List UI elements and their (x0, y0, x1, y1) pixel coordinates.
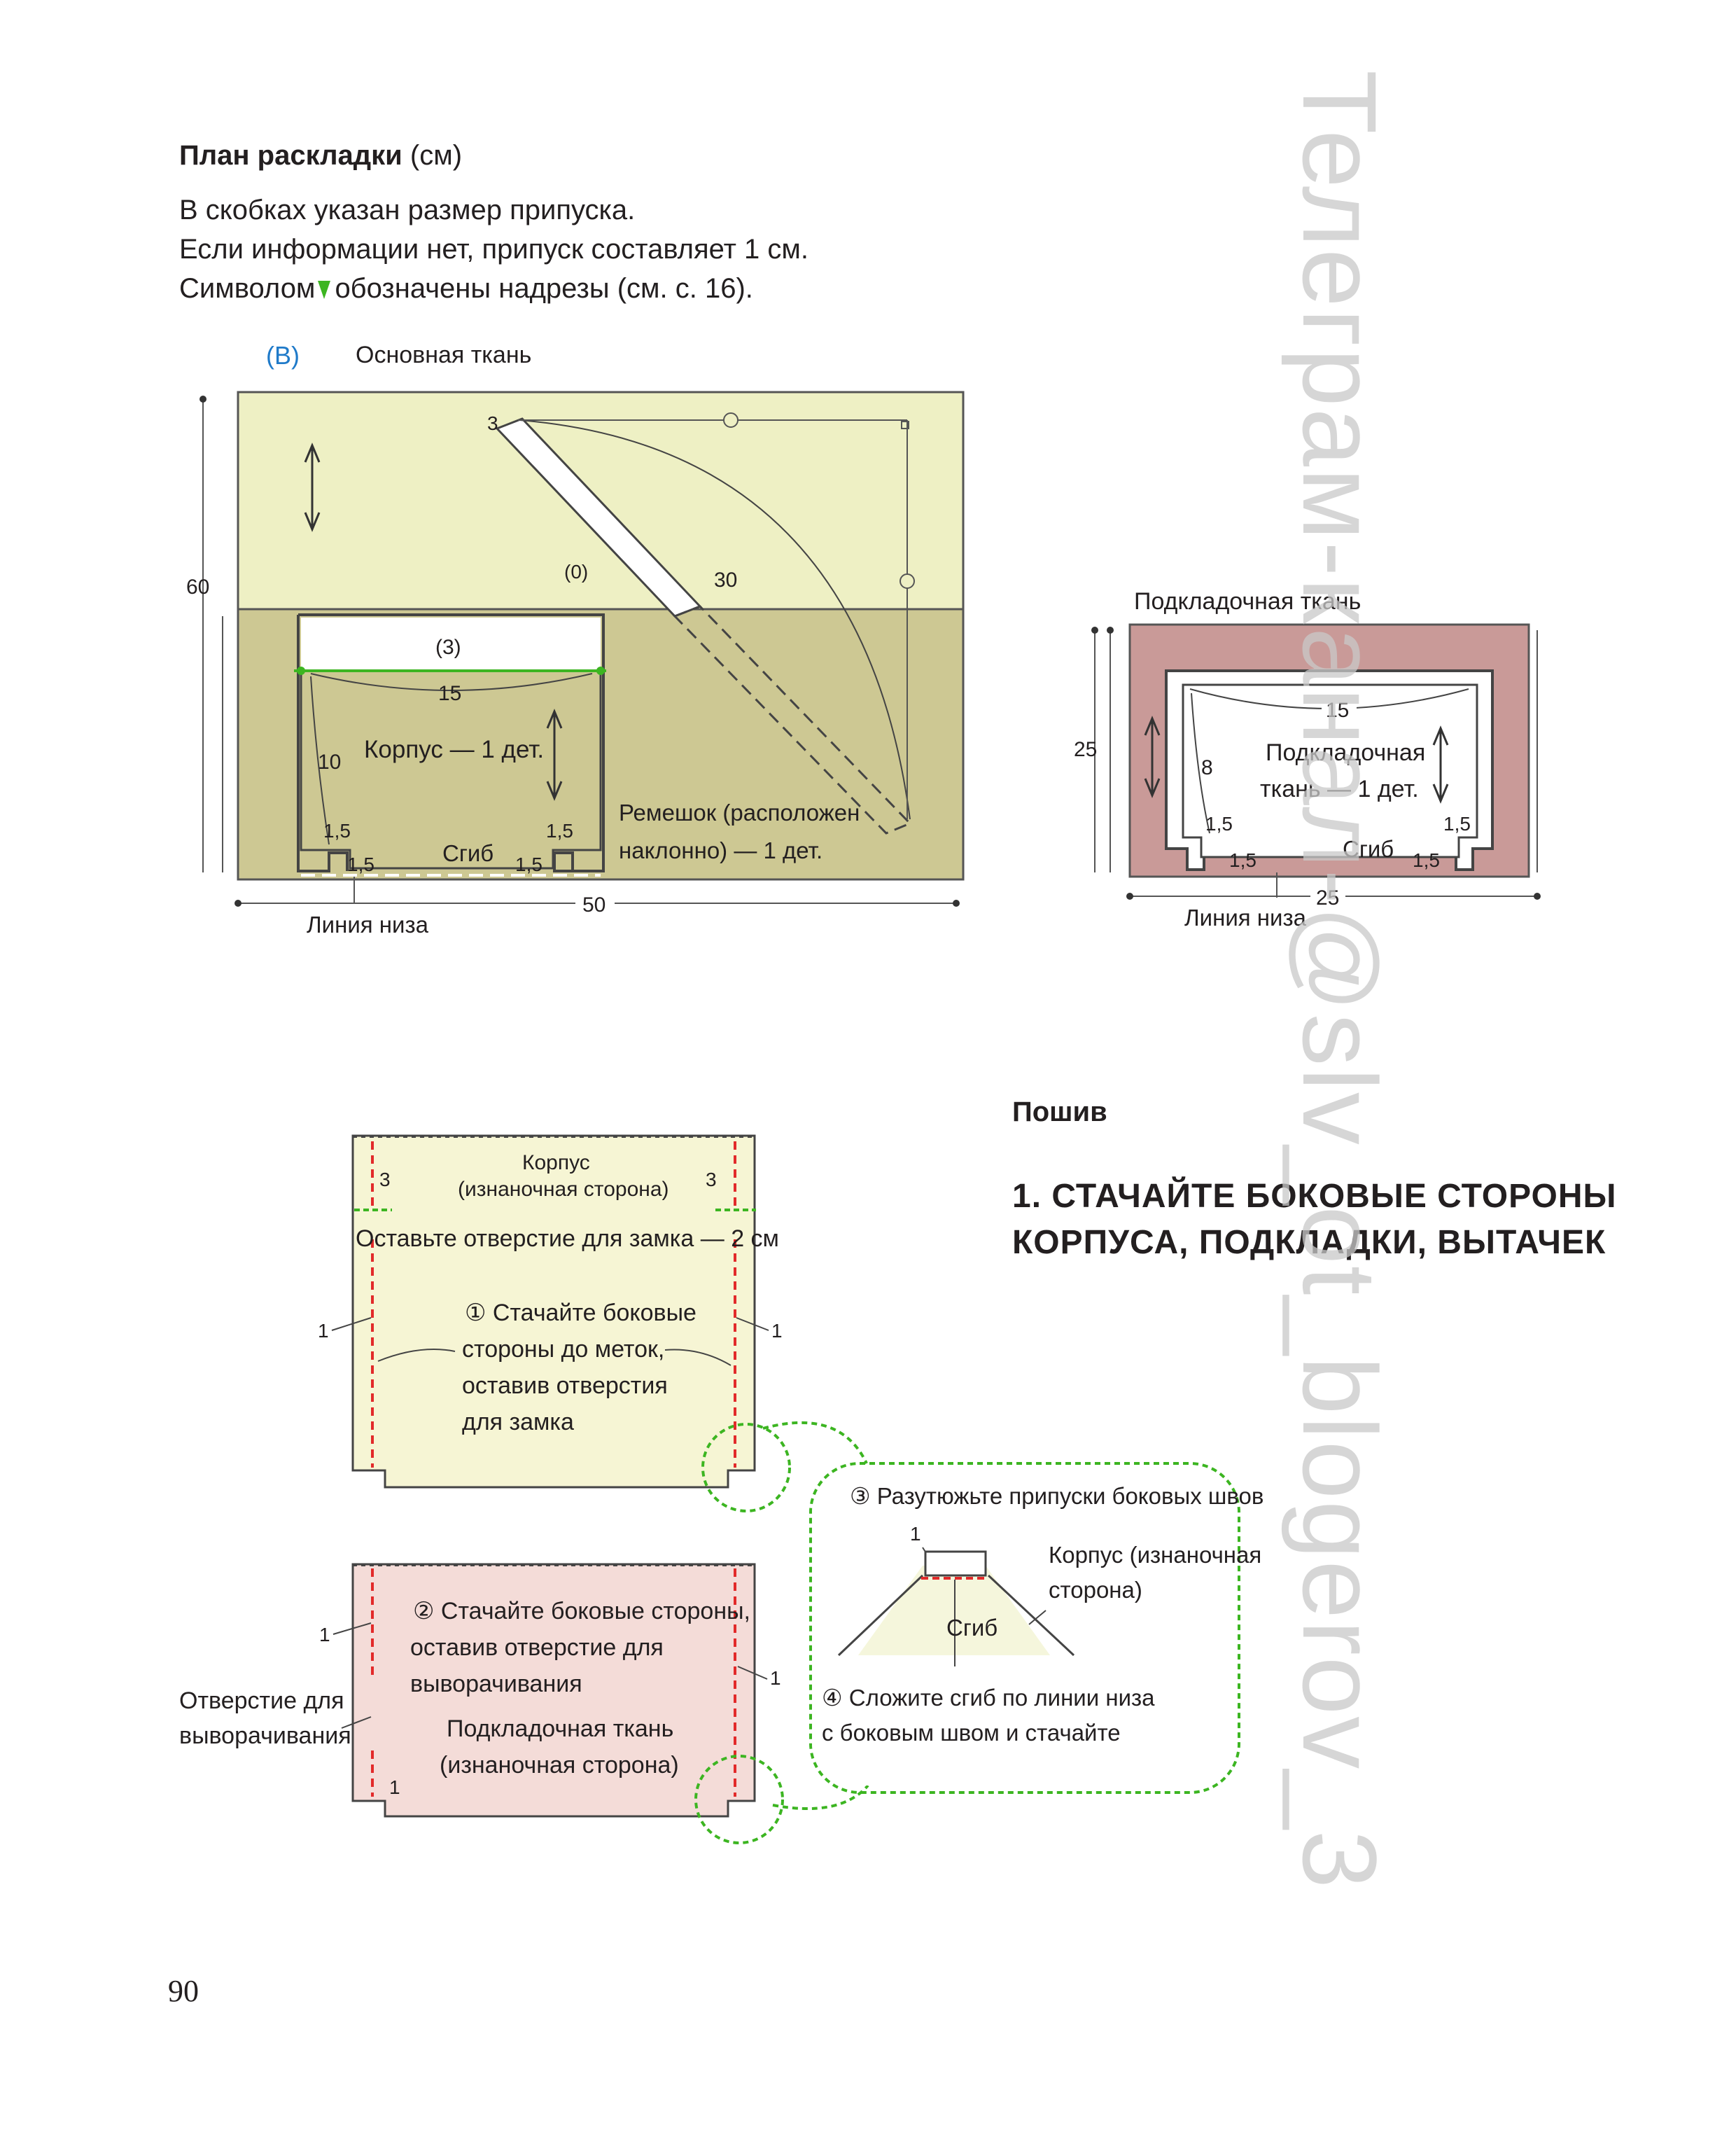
step2-line3: выворачивания (410, 1671, 582, 1697)
detail-callout-frame (809, 1462, 1240, 1794)
strap-allowance: (0) (564, 561, 588, 583)
detail-seam: 1 (910, 1523, 921, 1545)
plan-unit: (см) (410, 140, 463, 171)
turn-hole-line1: Отверстие для (179, 1687, 344, 1714)
callout-circle-lining (694, 1755, 784, 1844)
seam-right: 1 (771, 1320, 783, 1342)
detail-fold: Сгиб (946, 1615, 997, 1641)
lining-corner-c: 1,5 (1443, 813, 1471, 835)
intro-line-3-suffix: обозначены надрезы (см. с. 16). (335, 273, 753, 304)
zip-opening: Оставьте отверстие для замка — 2 см (356, 1225, 779, 1252)
step2-line2: оставив отверстие для (410, 1634, 664, 1661)
gap-left: 3 (379, 1169, 391, 1190)
grain-arrow-icon (546, 709, 563, 801)
callout-circle-body (701, 1423, 791, 1512)
notch-marker-icon (318, 281, 331, 300)
intro-text: В скобках указан размер припуска. Если и… (179, 190, 808, 308)
sewing-section-title: Пошив (1012, 1097, 1107, 1127)
step-title-line2: КОРПУСА, ПОДКЛАДКИ, ВЫТАЧЕК (1012, 1224, 1606, 1261)
grain-arrow-icon (304, 443, 321, 532)
turn-hole-line2: выворачивания (179, 1722, 351, 1749)
intro-line-3-prefix: Символом (179, 273, 316, 304)
step1-line3: оставив отверстия (462, 1372, 668, 1399)
detail-body-line2: сторона) (1049, 1577, 1142, 1603)
lining-piece (1182, 683, 1478, 858)
strap-hidden (673, 605, 912, 835)
sewing-diagrams: Корпус (изнаночная сторона) 3 3 Оставьте… (179, 1134, 1264, 1844)
step1-line4: для замка (462, 1409, 574, 1435)
main-fabric-label: Основная ткань (356, 342, 531, 368)
lining-corner-d: 1,5 (1413, 849, 1440, 871)
step1-line1: ① Стачайте боковые (465, 1300, 696, 1326)
intro-line-2: Если информации нет, припуск составляет … (179, 234, 808, 265)
lining-sewing-piece (351, 1563, 756, 1818)
body-allowance: (3) (435, 636, 461, 659)
intro-line-1: В скобках указан размер припуска. (179, 195, 636, 225)
grain-arrow-icon (1144, 716, 1161, 798)
main-bottom-line: Линия низа (307, 912, 429, 938)
page-number: 90 (168, 1974, 199, 2008)
body-corner-c: 1,5 (546, 820, 573, 842)
body-width: 15 (438, 682, 461, 705)
body-corner-a: 1,5 (323, 820, 351, 842)
lining-width: 25 (1316, 886, 1339, 910)
step3: ③ Разутюжьте припуски боковых швов (850, 1483, 1264, 1509)
gap-right: 3 (706, 1169, 717, 1190)
main-height: 60 (186, 576, 209, 599)
step-title: 1. СТАЧАЙТЕ БОКОВЫЕ СТОРОНЫ КОРПУСА, ПОД… (1012, 1174, 1616, 1266)
watermark-text: Телеграм-канал-@slv_ot_blogerov_3 (1281, 70, 1399, 1891)
grain-arrow-icon (1432, 725, 1449, 804)
variant-label: (B) (266, 341, 300, 370)
body-allowance-strip (301, 618, 601, 671)
lining-corner-a: 1,5 (1205, 813, 1233, 835)
lining-seam-bottom: 1 (389, 1776, 400, 1798)
main-width: 50 (582, 893, 606, 917)
lining-label-2: ткань — 1 дет. (1260, 776, 1419, 802)
body-sewing-piece (351, 1134, 756, 1489)
lining-sewing-subtitle: (изнаночная сторона) (440, 1752, 679, 1778)
step4-line2: с боковым швом и стачайте (822, 1720, 1121, 1746)
strap-length: 30 (714, 569, 737, 592)
plan-title: План раскладки (179, 140, 402, 171)
lining-piece-height: 8 (1201, 756, 1213, 779)
lining-label-1: Подкладочная (1266, 739, 1425, 766)
body-corner-b: 1,5 (347, 854, 374, 875)
lining-piece-width: 15 (1326, 699, 1349, 722)
body-sewing-subtitle: (изнаночная сторона) (458, 1178, 669, 1201)
body-fold: Сгиб (442, 840, 493, 866)
intro-line-3: Символом обозначены надрезы (см. с. 16). (179, 269, 808, 308)
body-label: Корпус — 1 дет. (364, 736, 544, 763)
layout-plan-heading: План раскладки (см) (179, 140, 462, 172)
lining-fabric-layout: Подкладочная ткань 15 8 Подкладочная тка… (1074, 588, 1541, 931)
body-piece (300, 669, 602, 870)
lining-fold: Сгиб (1343, 836, 1394, 862)
body-corner-d: 1,5 (515, 854, 542, 875)
main-fabric-layout: (B) Основная ткань 60 3 (0) 30 Ремешок (… (186, 341, 965, 938)
lining-seam-left: 1 (319, 1624, 330, 1645)
step2-line1: ② Стачайте боковые стороны, (413, 1598, 750, 1624)
step4-line1: ④ Сложите сгиб по линии низа (822, 1685, 1155, 1711)
lining-seam-right: 1 (770, 1667, 781, 1689)
strap-label-1: Ремешок (расположен (619, 800, 860, 826)
lining-height: 25 (1074, 738, 1097, 761)
body-sewing-title: Корпус (522, 1151, 590, 1174)
body-height: 10 (318, 751, 341, 774)
seam-left: 1 (318, 1320, 329, 1342)
step-title-line1: 1. СТАЧАЙТЕ БОКОВЫЕ СТОРОНЫ (1012, 1178, 1617, 1215)
lining-fabric-label: Подкладочная ткань (1134, 588, 1361, 615)
strap-top-allowance: 3 (487, 412, 498, 434)
detail-body-line1: Корпус (изнаночная (1049, 1542, 1261, 1568)
lining-sewing-title: Подкладочная ткань (447, 1715, 673, 1742)
lining-corner-b: 1,5 (1229, 849, 1256, 871)
step1-line2: стороны до меток, (462, 1336, 664, 1363)
strap-label-2: наклонно) — 1 дет. (619, 837, 822, 863)
lining-bottom-line: Линия низа (1184, 905, 1307, 931)
